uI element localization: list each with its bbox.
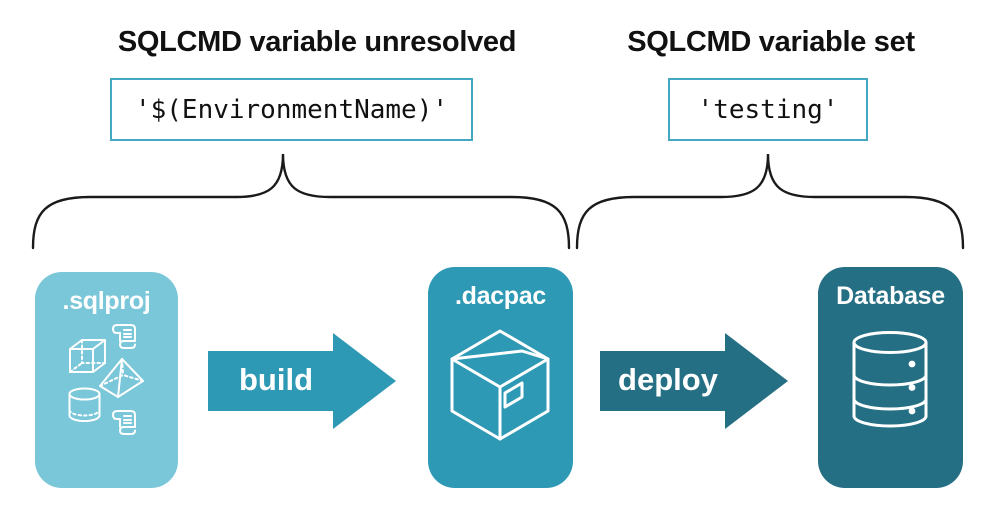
scroll-icon: [112, 324, 136, 349]
build-arrow-label: build: [238, 362, 314, 397]
unresolved-variable-box: '$(EnvironmentName)': [110, 78, 473, 141]
package-icon: [450, 329, 550, 441]
pyramid-icon: [99, 358, 144, 398]
build-arrow: [208, 333, 396, 429]
database-icon: [852, 331, 928, 428]
set-variable-code: 'testing': [697, 94, 839, 125]
heading-set: SQLCMD variable set: [627, 26, 915, 58]
unresolved-variable-code: '$(EnvironmentName)': [134, 94, 449, 125]
sql-objects-illustration: [68, 324, 144, 435]
set-variable-box: 'testing': [668, 78, 868, 141]
dacpac-label: .dacpac: [454, 282, 546, 310]
deploy-arrow-label: deploy: [618, 362, 718, 397]
left-brace: [31, 153, 571, 250]
database-card: Database: [818, 267, 963, 488]
sqlproj-label: .sqlproj: [62, 287, 151, 315]
heading-unresolved: SQLCMD variable unresolved: [117, 26, 517, 58]
sqlproj-card: .sqlproj: [35, 272, 178, 488]
scroll-icon: [112, 410, 136, 435]
cylinder-icon: [68, 387, 101, 422]
right-brace: [575, 153, 965, 250]
database-label: Database: [836, 282, 945, 310]
deploy-arrow: [600, 333, 788, 429]
cube-icon: [69, 339, 106, 373]
dacpac-card: .dacpac: [428, 267, 573, 488]
